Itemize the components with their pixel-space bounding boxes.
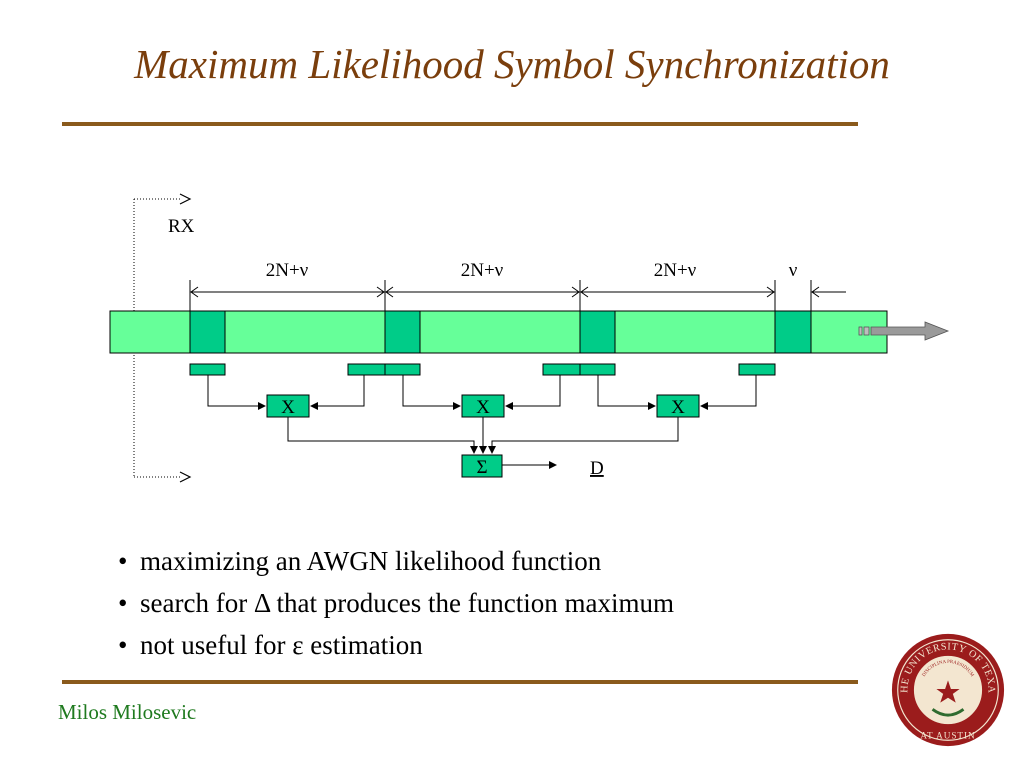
- multiplier-label: X: [671, 397, 685, 418]
- flow-direction-arrow: [858, 321, 950, 341]
- bullet-item: •search for Δ that produces the function…: [118, 588, 674, 618]
- multiplier-connections: [207, 375, 757, 410]
- rx-label: RX: [168, 216, 195, 237]
- cyclic-prefix-block: [774, 310, 812, 354]
- summation-connections: [287, 417, 679, 454]
- footer-divider: [62, 680, 858, 684]
- segment-label: 2N+ν: [266, 260, 309, 281]
- slide-title: Maximum Likelihood Symbol Synchronizatio…: [134, 41, 890, 87]
- title-divider: [62, 122, 858, 126]
- cyclic-prefix-block: [384, 310, 421, 354]
- segment-label: 2N+ν: [461, 260, 504, 281]
- output-label: D: [590, 458, 604, 479]
- university-seal-icon: THE UNIVERSITY OF TEXAS DISCIPLINA PRAES…: [890, 632, 1005, 747]
- author-name: Milos Milosevic: [58, 700, 197, 724]
- bullet-text: not useful for ε estimation: [140, 630, 423, 660]
- bullet-list: •maximizing an AWGN likelihood function …: [118, 540, 674, 666]
- bullet-item: •not useful for ε estimation: [118, 630, 423, 660]
- bullet-item: •maximizing an AWGN likelihood function: [118, 546, 602, 576]
- segment-boundaries: [189, 280, 812, 312]
- cyclic-prefix-block: [189, 310, 226, 354]
- svg-text:AT AUSTIN: AT AUSTIN: [920, 730, 975, 740]
- dimension-arrows: [190, 286, 846, 298]
- received-stream-bar: [109, 310, 888, 354]
- bullet-text: search for Δ that produces the function …: [140, 588, 674, 618]
- cyclic-prefix-block: [579, 310, 616, 354]
- sample-taps: [189, 363, 776, 376]
- segment-label: 2N+ν: [654, 260, 697, 281]
- bullet-text: maximizing an AWGN likelihood function: [140, 546, 602, 576]
- summation-label: Σ: [476, 457, 487, 478]
- multiplier-label: X: [281, 397, 295, 418]
- multiplier-label: X: [476, 397, 490, 418]
- segment-label: ν: [789, 260, 798, 281]
- summation-block: [461, 454, 503, 478]
